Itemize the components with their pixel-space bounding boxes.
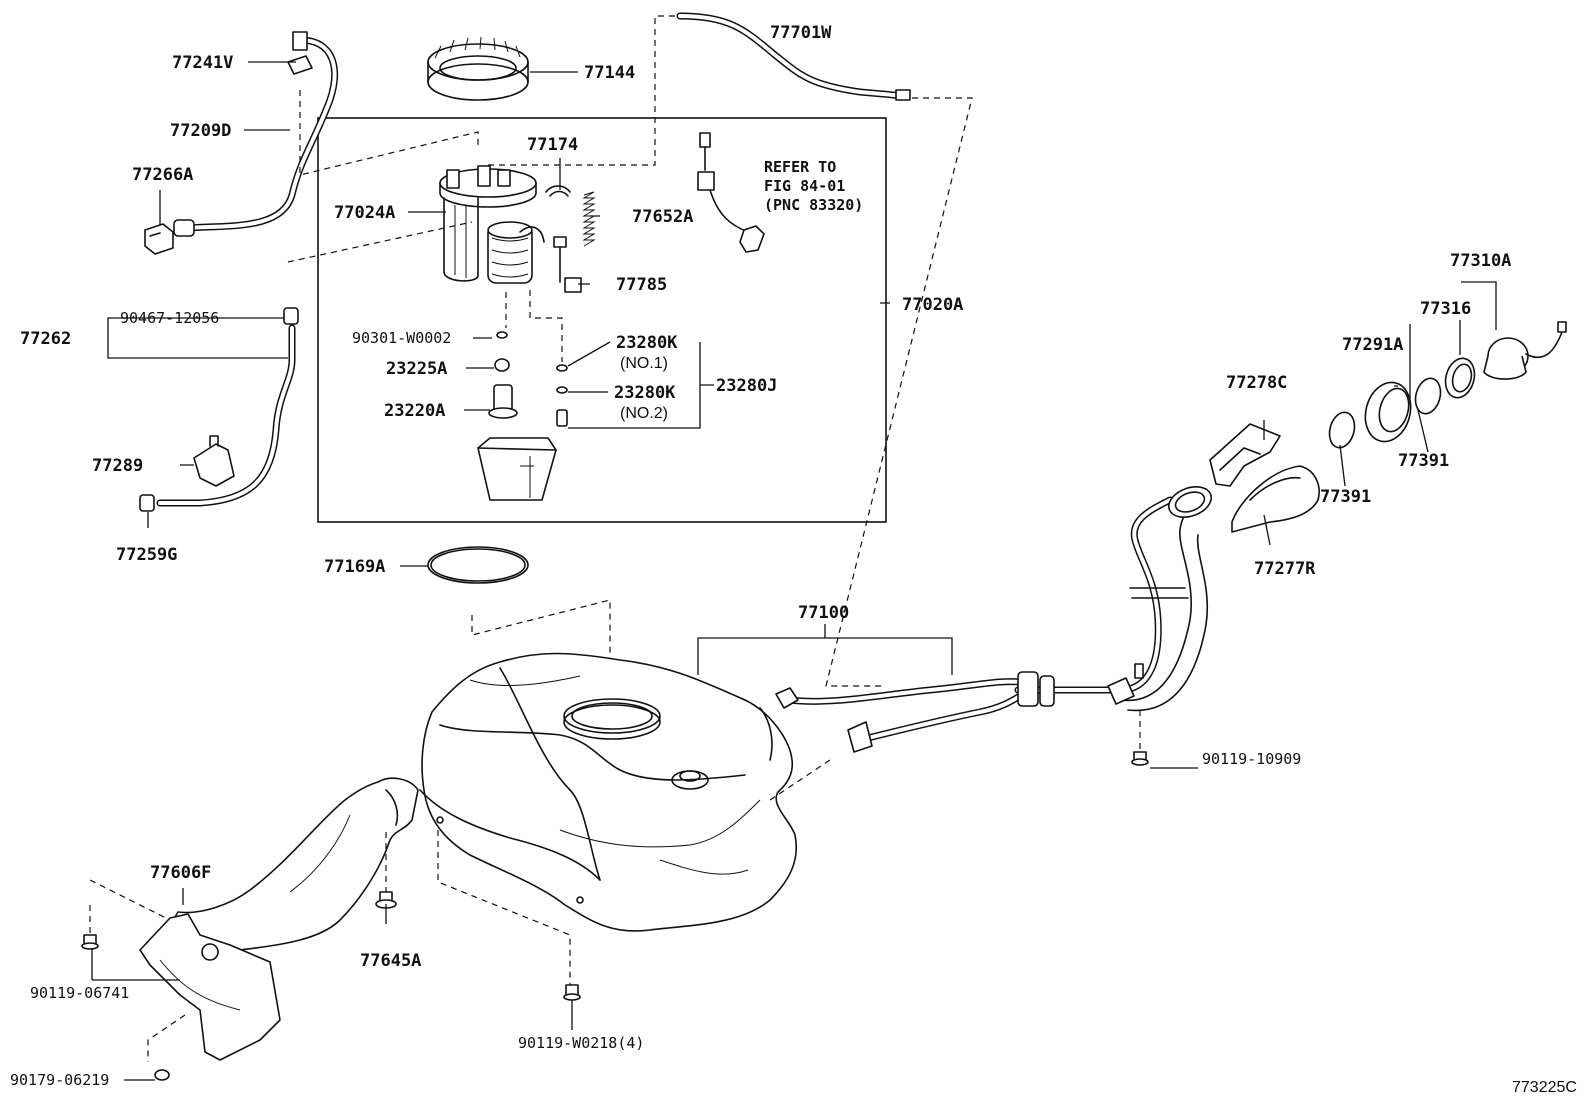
label-refer-1: REFER TO xyxy=(764,158,836,176)
hose-77209d xyxy=(173,31,339,237)
fuel-tank-77100 xyxy=(419,652,797,932)
inlet-77291a xyxy=(1364,381,1412,443)
label-77262: 77262 xyxy=(20,329,71,349)
filler-pipe xyxy=(775,486,1213,753)
label-23280k-1: 23280K xyxy=(616,333,678,353)
bracket-77289 xyxy=(193,435,235,487)
protector-77277r xyxy=(1231,465,1320,533)
nut-90179-06219 xyxy=(154,1069,170,1081)
leader-77100 xyxy=(697,624,953,675)
leaders xyxy=(91,61,1497,1081)
label-no1: (NO.1) xyxy=(620,355,668,372)
label-77645a: 77645A xyxy=(360,951,421,971)
o-ring-77391-left xyxy=(1328,411,1356,449)
label-77291a: 77291A xyxy=(1342,335,1403,355)
spring-77652a xyxy=(582,191,596,247)
label-77391-right: 77391 xyxy=(1398,451,1449,471)
label-90119-w0218: 90119-W0218(4) xyxy=(518,1034,644,1052)
hose-77262 xyxy=(156,324,296,507)
connector-harness-refer xyxy=(697,132,765,253)
label-90119-10909: 90119-10909 xyxy=(1202,750,1301,768)
label-77174: 77174 xyxy=(527,135,578,155)
label-77020a: 77020A xyxy=(902,295,963,315)
label-77241v: 77241V xyxy=(172,53,233,73)
label-77701w: 77701W xyxy=(770,23,832,43)
label-77785: 77785 xyxy=(616,275,667,295)
label-90467-12056: 90467-12056 xyxy=(120,309,219,327)
label-77316: 77316 xyxy=(1420,299,1471,319)
label-refer-3: (PNC 83320) xyxy=(764,196,863,214)
bolt-90119-06741 xyxy=(81,934,99,950)
lock-ring-77144 xyxy=(427,36,529,101)
label-refer-2: FIG 84-01 xyxy=(764,177,845,195)
o-ring-90301-w0002 xyxy=(496,331,508,339)
cushion-23225a xyxy=(494,358,510,372)
label-77277r: 77277R xyxy=(1254,559,1316,579)
fuel-pump-77024a xyxy=(439,165,545,284)
label-77259g: 77259G xyxy=(116,545,177,565)
heat-insulator xyxy=(139,913,281,1061)
label-77606f: 77606F xyxy=(150,863,211,883)
clip-77174 xyxy=(545,185,571,197)
o-ring-23280k-1 xyxy=(556,364,568,372)
label-77652a: 77652A xyxy=(632,207,693,227)
label-90301-w0002: 90301-W0002 xyxy=(352,329,451,347)
label-77391-left: 77391 xyxy=(1320,487,1371,507)
label-23280j: 23280J xyxy=(716,376,777,396)
pump-cup xyxy=(477,437,557,501)
clip-77266a xyxy=(144,223,174,255)
label-77278c: 77278C xyxy=(1226,373,1287,393)
o-ring-77391-right xyxy=(1414,377,1442,415)
pump-assembly-frame xyxy=(317,117,887,523)
hose-77701w xyxy=(676,12,911,101)
label-77024a: 77024A xyxy=(334,203,395,223)
regulator-23280j xyxy=(556,409,568,427)
o-ring-23280k-2 xyxy=(556,386,568,394)
gasket-77316 xyxy=(1444,357,1476,399)
label-77266a: 77266A xyxy=(132,165,193,185)
filter-23220a xyxy=(488,384,518,419)
figure-code: 773225C xyxy=(1512,1079,1577,1096)
bolt-90119-10909 xyxy=(1131,751,1149,766)
sender-77785 xyxy=(553,236,582,293)
label-90119-06741: 90119-06741 xyxy=(30,984,129,1002)
clamp-90467-12056 xyxy=(283,307,299,325)
label-77144: 77144 xyxy=(584,63,635,83)
label-no2: (NO.2) xyxy=(620,405,668,422)
bolt-90119-w0218 xyxy=(563,984,581,1001)
protector-77278c xyxy=(1209,423,1281,487)
fuel-cap-77310a xyxy=(1483,321,1567,380)
label-77209d: 77209D xyxy=(170,121,231,141)
label-90179-06219: 90179-06219 xyxy=(10,1071,109,1089)
label-77169a: 77169A xyxy=(324,557,385,577)
label-23225a: 23225A xyxy=(386,359,447,379)
label-77100: 77100 xyxy=(798,603,849,623)
label-77289: 77289 xyxy=(92,456,143,476)
gasket-77169a xyxy=(427,546,529,584)
clamp-77259g xyxy=(139,494,155,512)
label-77310a: 77310A xyxy=(1450,251,1511,271)
label-23280k-2: 23280K xyxy=(614,383,676,403)
label-23220a: 23220A xyxy=(384,401,445,421)
